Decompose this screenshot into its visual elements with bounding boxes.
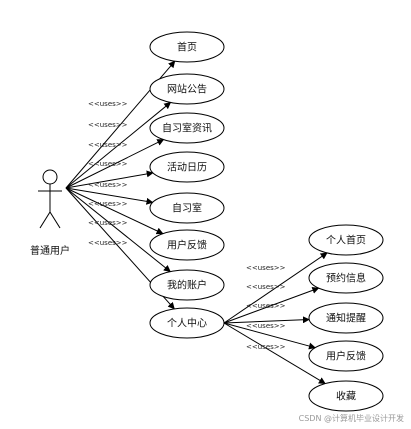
association-line-uc-feedback xyxy=(65,187,164,235)
uses-label-uc-calendar: <<uses>> xyxy=(88,160,128,168)
uses-label-uc-study-room-info: <<uses>> xyxy=(88,141,128,149)
use-case-home[interactable]: 首页 xyxy=(149,31,225,63)
association-line-sub-favorites xyxy=(223,322,326,385)
uses-label-uc-announcement: <<uses>> xyxy=(88,121,128,129)
actor-user[interactable]: 普通用户 xyxy=(30,169,70,257)
association-line-uc-my-account xyxy=(65,187,171,273)
use-case-study-room-label: 自习室 xyxy=(172,202,202,215)
use-case-announcement-label: 网站公告 xyxy=(167,83,207,96)
use-case-calendar[interactable]: 活动日历 xyxy=(149,151,225,183)
uses-label-sub-notice: <<uses>> xyxy=(246,302,286,310)
use-case-personal-center[interactable]: 个人中心 xyxy=(149,307,225,339)
use-case-my-account[interactable]: 我的账户 xyxy=(149,269,225,301)
uses-label-sub-reservation: <<uses>> xyxy=(246,283,286,291)
association-line-sub-personal-home xyxy=(223,252,328,324)
association-line-uc-study-room-info xyxy=(65,139,165,189)
sub-use-case-reservation[interactable]: 预约信息 xyxy=(308,262,384,294)
use-case-study-room[interactable]: 自习室 xyxy=(149,192,225,224)
association-line-sub-reservation xyxy=(223,286,320,324)
uses-label-uc-feedback: <<uses>> xyxy=(88,200,128,208)
sub-use-cases: 个人首页 预约信息 通知提醒 用户反馈 收藏 xyxy=(308,224,384,412)
uses-label-uc-personal-center: <<uses>> xyxy=(88,239,128,247)
actor-label: 普通用户 xyxy=(30,244,70,257)
association-line-uc-announcement xyxy=(65,101,172,189)
uses-labels: <<uses>> <<uses>> <<uses>> <<uses>> <<uses>>… xyxy=(88,100,286,351)
sub-use-case-feedback[interactable]: 用户反馈 xyxy=(308,340,384,372)
actor-left-leg xyxy=(39,211,51,229)
watermark: CSDN @计算机毕业设计开发 xyxy=(299,413,404,423)
uses-label-sub-personal-home: <<uses>> xyxy=(246,264,286,272)
uses-label-sub-feedback: <<uses>> xyxy=(246,322,286,330)
use-case-feedback[interactable]: 用户反馈 xyxy=(149,229,225,261)
use-case-announcement[interactable]: 网站公告 xyxy=(149,73,225,105)
association-line-sub-feedback xyxy=(223,322,316,350)
association-lines xyxy=(65,60,328,385)
sub-use-case-reservation-label: 预约信息 xyxy=(326,272,366,285)
sub-use-case-feedback-label: 用户反馈 xyxy=(326,350,366,363)
use-case-home-label: 首页 xyxy=(177,41,197,54)
uses-label-uc-my-account: <<uses>> xyxy=(88,219,128,227)
association-line-sub-notice xyxy=(223,316,310,324)
use-case-feedback-label: 用户反馈 xyxy=(167,239,207,252)
use-case-study-room-info[interactable]: 自习室资讯 xyxy=(149,112,225,144)
uses-label-uc-study-room: <<uses>> xyxy=(88,181,128,189)
use-case-study-room-info-label: 自习室资讯 xyxy=(162,122,212,135)
association-line-uc-study-room xyxy=(65,187,154,205)
use-case-personal-center-label: 个人中心 xyxy=(167,317,207,330)
actor-head xyxy=(42,169,58,185)
primary-use-cases: 首页 网站公告 自习室资讯 活动日历 自习室 用户反馈 xyxy=(149,31,225,339)
use-case-my-account-label: 我的账户 xyxy=(167,279,207,292)
association-line-uc-calendar xyxy=(65,170,154,189)
use-case-calendar-label: 活动日历 xyxy=(167,162,207,174)
sub-use-case-favorites[interactable]: 收藏 xyxy=(308,380,384,412)
sub-use-case-favorites-label: 收藏 xyxy=(336,390,356,403)
sub-use-case-notice-label: 通知提醒 xyxy=(326,312,366,325)
sub-use-case-personal-home[interactable]: 个人首页 xyxy=(308,224,384,256)
actor-right-leg xyxy=(49,211,61,229)
sub-use-case-notice[interactable]: 通知提醒 xyxy=(308,302,384,334)
uses-label-uc-home: <<uses>> xyxy=(88,100,128,108)
uses-label-sub-favorites: <<uses>> xyxy=(246,343,286,351)
sub-use-case-personal-home-label: 个人首页 xyxy=(326,234,366,247)
